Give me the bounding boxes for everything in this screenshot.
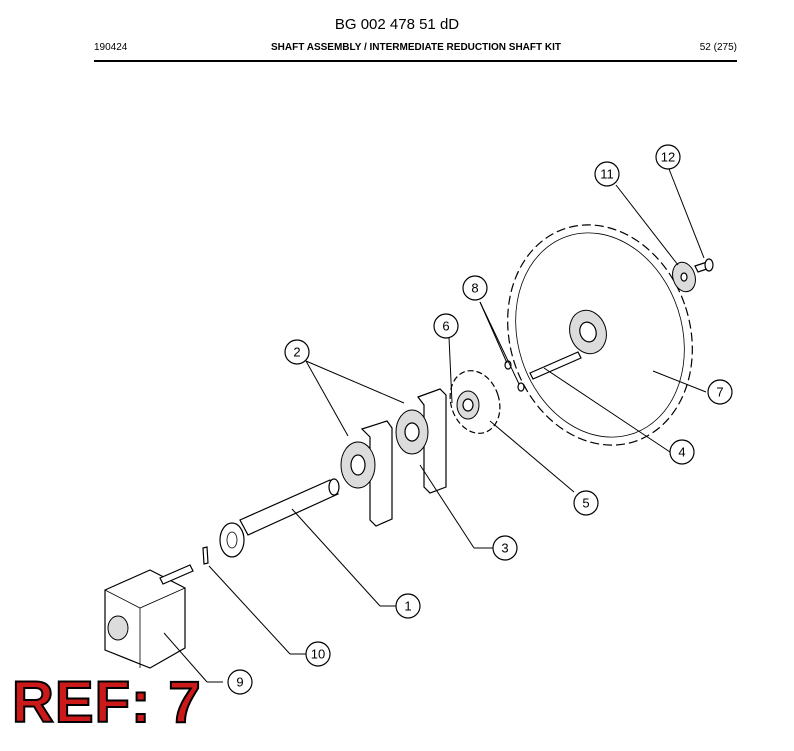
pin-part [202,546,209,565]
svg-text:12: 12 [661,150,675,165]
callout-4: 4 [669,439,695,465]
svg-text:11: 11 [600,167,614,182]
callout-9: 9 [227,669,253,695]
svg-text:1: 1 [404,599,411,614]
callout-7: 7 [707,379,733,405]
svg-text:2: 2 [293,345,300,360]
callout-2: 2 [284,339,310,365]
callout-6: 6 [433,313,459,339]
callout-5: 5 [573,490,599,516]
gearbox-part [104,564,194,669]
header-rule [94,60,737,62]
page-number: 52 (275) [699,42,737,53]
callout-1: 1 [395,593,421,619]
callout-10: 10 [305,641,331,667]
leader-lines [163,168,707,683]
date-code: 190424 [94,42,128,53]
callout-8: 8 [462,275,488,301]
svg-text:6: 6 [442,319,449,334]
callout-12: 12 [655,144,681,170]
svg-text:4: 4 [678,445,685,460]
callout-3: 3 [492,535,518,561]
large-sprocket-part [507,224,693,446]
small-sprocket-part [449,370,501,434]
bearing-unit-part [340,388,447,527]
callout-11: 11 [594,161,620,187]
shaft-key-part [529,351,582,380]
reference-label: REF: 7 [11,670,202,735]
svg-text:7: 7 [716,385,723,400]
svg-text:10: 10 [311,647,325,662]
bolt-part [694,258,714,273]
main-shaft-part [219,478,340,558]
document-id: BG 002 478 51 dD [334,16,460,33]
page-title: SHAFT ASSEMBLY / INTERMEDIATE REDUCTION … [270,42,561,53]
svg-text:9: 9 [236,675,243,690]
svg-text:5: 5 [582,496,589,511]
washer-part [672,261,696,293]
svg-text:3: 3 [501,541,508,556]
svg-text:8: 8 [471,281,478,296]
